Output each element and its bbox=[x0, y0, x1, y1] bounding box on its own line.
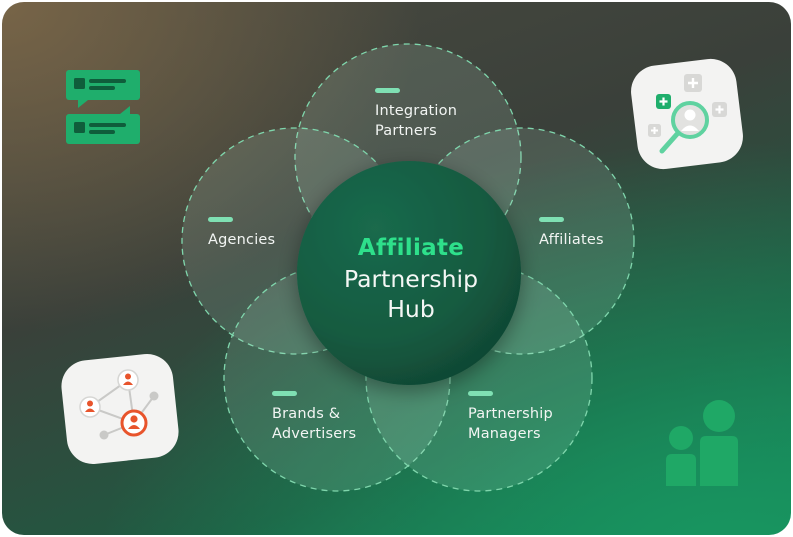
integration-line2: Partners bbox=[375, 123, 437, 139]
segment-integration-partners: Integration Partners bbox=[375, 88, 457, 141]
agencies-line1: Agencies bbox=[208, 232, 276, 248]
integration-line1: Integration bbox=[375, 103, 458, 119]
hub-circle bbox=[297, 161, 521, 385]
brands-line2: Advertisers bbox=[272, 426, 357, 442]
label-bar bbox=[375, 88, 400, 93]
label-bar bbox=[208, 217, 233, 222]
people-group-icon bbox=[666, 400, 738, 486]
label-bar bbox=[468, 391, 493, 396]
managers-line2: Managers bbox=[468, 426, 541, 442]
brands-line1: Brands & bbox=[272, 406, 341, 422]
hub-title-line2: Partnership bbox=[344, 265, 478, 293]
hub-title-line3: Hub bbox=[387, 295, 435, 323]
hub-title-accent: Affiliate bbox=[357, 235, 465, 261]
affiliates-line1: Affiliates bbox=[539, 232, 604, 248]
segment-partnership-managers: Partnership Managers bbox=[468, 391, 553, 444]
segment-brands-advertisers: Brands & Advertisers bbox=[272, 391, 356, 444]
search-profile-icon bbox=[631, 58, 743, 170]
network-people-icon bbox=[61, 354, 179, 464]
label-bar bbox=[539, 217, 564, 222]
segment-affiliates: Affiliates bbox=[539, 217, 604, 250]
chat-messages-icon bbox=[66, 70, 140, 144]
hub-label: Affiliate Partnership Hub bbox=[299, 163, 523, 387]
segment-agencies: Agencies bbox=[208, 217, 275, 250]
label-bar bbox=[272, 391, 297, 396]
managers-line1: Partnership bbox=[468, 406, 553, 422]
